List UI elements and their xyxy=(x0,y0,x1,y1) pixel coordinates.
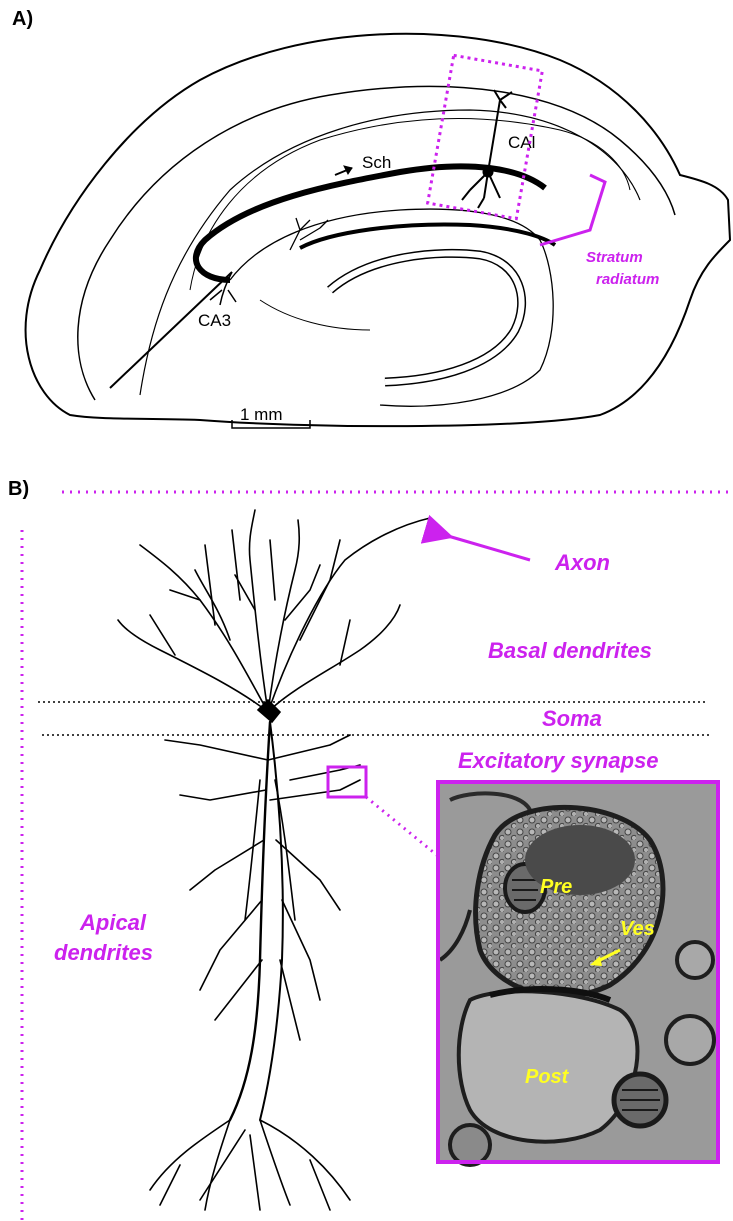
apical-label-line2: dendrites xyxy=(54,940,153,965)
svg-text:1 mm: 1 mm xyxy=(240,405,283,424)
axon-arrow xyxy=(448,536,530,560)
axon-label: Axon xyxy=(554,550,610,575)
stratum-radiatum-bracket xyxy=(540,175,605,245)
zoom-connector xyxy=(366,797,438,856)
basal-dendrites-label: Basal dendrites xyxy=(488,638,652,663)
pyramidal-neuron xyxy=(118,510,430,1210)
soma-label: Soma xyxy=(542,706,602,731)
stratum-label: Stratum xyxy=(586,249,643,266)
em-synapse-inset xyxy=(438,782,718,1165)
ves-label: Ves xyxy=(620,918,655,940)
pre-label: Pre xyxy=(540,876,572,898)
sch-label: Sch xyxy=(362,153,391,172)
ca1-neuron xyxy=(462,90,512,208)
ca3-label: CA3 xyxy=(198,311,231,330)
radiatum-label: radiatum xyxy=(596,271,659,288)
synapse-title: Excitatory synapse xyxy=(458,748,659,773)
hippocampus-slice xyxy=(26,34,730,426)
post-label: Post xyxy=(525,1066,570,1088)
apical-label-line1: Apical xyxy=(79,910,147,935)
